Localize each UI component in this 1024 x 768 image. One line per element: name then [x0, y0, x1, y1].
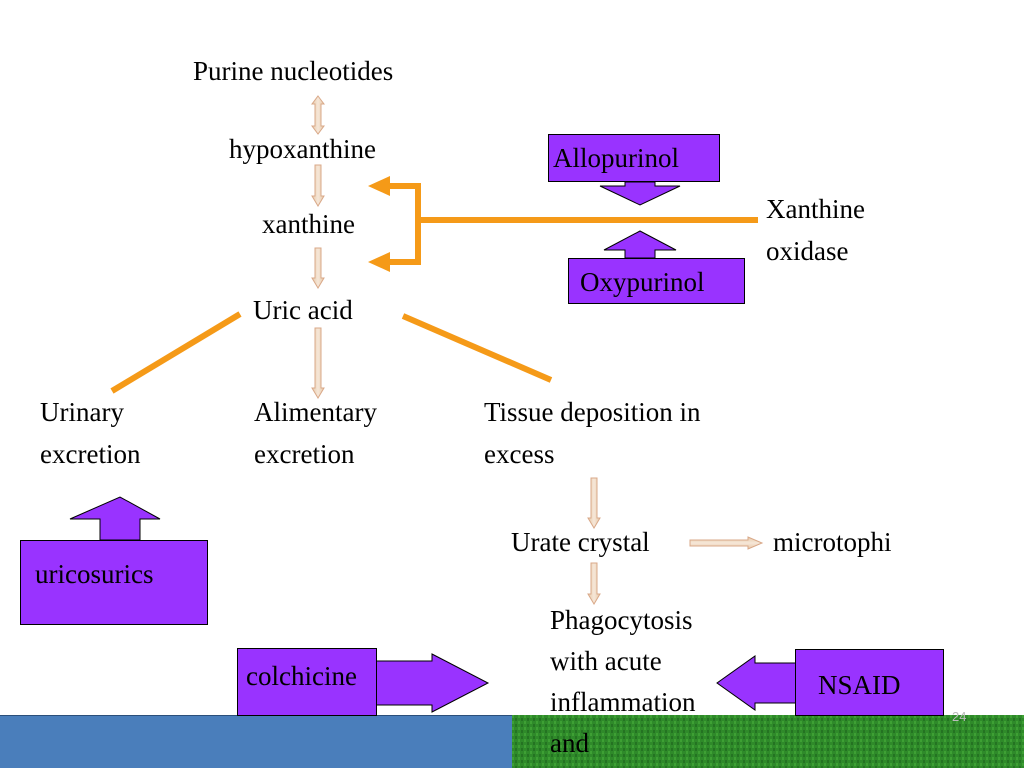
uric-acid-label: Uric acid: [253, 295, 353, 325]
orange-arrowhead-bottom: [368, 252, 390, 272]
xanthine-oxidase-label: Xanthine oxidase: [766, 194, 865, 266]
uricosurics-box: uricosurics: [20, 540, 208, 625]
nsaid-box: NSAID: [795, 649, 944, 716]
colchicine-right-arrow: [375, 653, 490, 713]
footer-grass-band: [512, 715, 1024, 768]
oxypurinol-up-arrow: [603, 230, 677, 259]
nsaid-label: NSAID: [818, 670, 901, 700]
purine-nucleotides-label: Purine nucleotides: [193, 56, 394, 86]
allopurinol-box: Allopurinol: [548, 134, 720, 182]
uricosurics-up-arrow: [69, 496, 161, 541]
tissue-urate-arrow: [587, 477, 601, 529]
phagocytosis-label: Phagocytosis with acute inflammation and: [550, 605, 696, 758]
oxypurinol-label: Oxypurinol: [580, 267, 705, 297]
allopurinol-label: Allopurinol: [553, 143, 679, 173]
urinary-branch-line: [110, 311, 242, 394]
nsaid-left-arrow: [716, 655, 799, 711]
xanthine-label: xanthine: [262, 209, 355, 239]
urate-phagocytosis-arrow: [587, 562, 601, 605]
xanthine-uricacid-arrow: [311, 247, 325, 289]
purine-hypoxanthine-arrow: [311, 95, 325, 135]
microtophi-label: microtophi: [773, 527, 892, 557]
slide-page-number: 24: [952, 709, 967, 724]
urate-crystal-label: Urate crystal: [511, 527, 650, 557]
oxypurinol-box: Oxypurinol: [568, 258, 745, 304]
tissue-deposition-label: Tissue deposition in excess: [484, 397, 701, 469]
uricosurics-label: uricosurics: [35, 559, 154, 589]
allopurinol-down-arrow: [599, 181, 681, 206]
uricacid-alimentary-arrow: [311, 327, 325, 399]
urinary-excretion-label: Urinary excretion: [40, 397, 141, 469]
alimentary-excretion-label: Alimentary excretion: [254, 397, 377, 469]
colchicine-box: colchicine: [237, 648, 377, 716]
xanthine-oxidase-connector: [388, 183, 758, 265]
tissue-branch-line: [401, 313, 553, 383]
urate-microtophi-arrow: [689, 536, 764, 550]
hypoxanthine-label: hypoxanthine: [229, 134, 376, 164]
colchicine-label: colchicine: [246, 661, 357, 691]
orange-arrowhead-top: [368, 176, 390, 196]
hypoxanthine-xanthine-arrow: [311, 164, 325, 207]
